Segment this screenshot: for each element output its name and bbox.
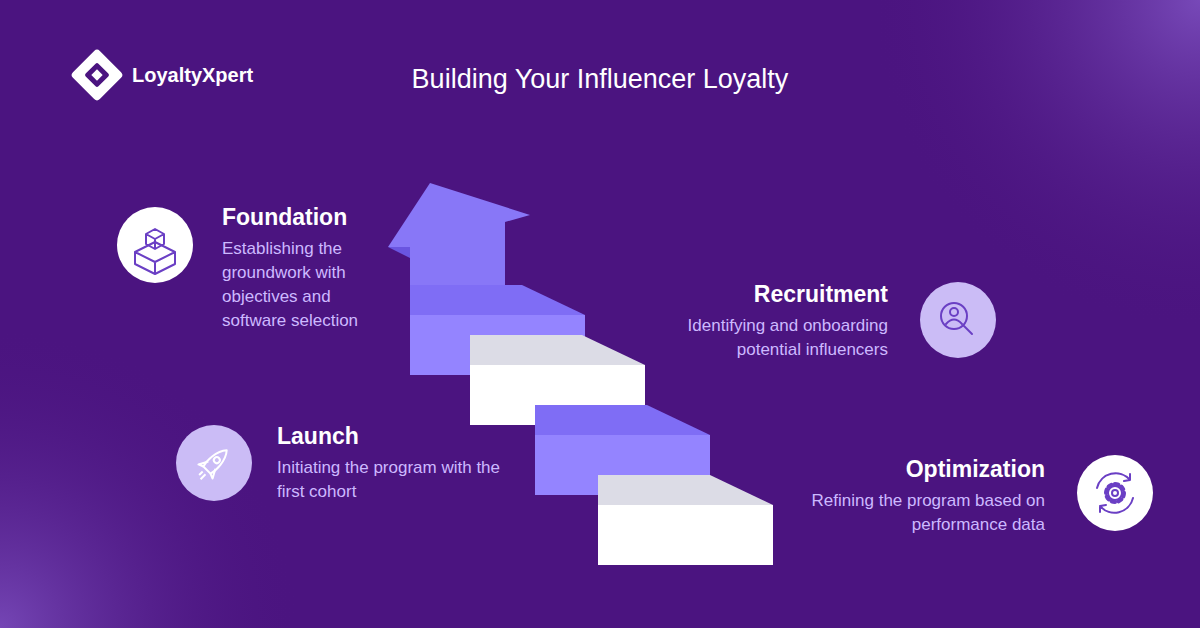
- logo-icon: [70, 48, 124, 102]
- brand-name: LoyaltyXpert: [132, 62, 253, 88]
- stair-tread: [410, 285, 585, 315]
- diagram-title: Building Your Influencer Loyalty: [300, 62, 900, 96]
- step-description: Initiating the program with the first co…: [277, 456, 513, 504]
- icon-circle: OptimizationRefining the program based o…: [1077, 455, 1153, 531]
- step-heading: Launch: [277, 422, 513, 450]
- step-description: Establishing the groundwork with objecti…: [222, 237, 394, 333]
- step-text: RecruitmentIdentifying and onboarding po…: [638, 280, 888, 362]
- step-text: OptimizationRefining the program based o…: [809, 455, 1045, 537]
- step-description: Refining the program based on performanc…: [809, 489, 1045, 537]
- step-description: Identifying and onboarding potential inf…: [638, 314, 888, 362]
- arrow-head: [388, 183, 530, 285]
- step-text: LaunchInitiating the program with the fi…: [277, 422, 513, 504]
- stair-tread: [535, 405, 710, 435]
- staircase-illustration: [388, 183, 773, 565]
- icon-circle: RecruitmentIdentifying and onboarding po…: [920, 282, 996, 358]
- icon-circle: FoundationEstablishing the groundwork wi…: [117, 207, 193, 283]
- step-heading: Foundation: [222, 203, 394, 231]
- step-heading: Optimization: [809, 455, 1045, 483]
- logo-shape: [70, 48, 124, 102]
- step-text: FoundationEstablishing the groundwork wi…: [222, 203, 394, 333]
- stair-tread: [470, 335, 645, 365]
- stair-riser: [598, 505, 773, 565]
- logo-shape: [84, 62, 109, 87]
- step-heading: Recruitment: [638, 280, 888, 308]
- arrow-shadow: [388, 247, 410, 258]
- logo-shape: [91, 69, 102, 80]
- icon-circle: LaunchInitiating the program with the fi…: [176, 425, 252, 501]
- stair-tread: [598, 475, 773, 505]
